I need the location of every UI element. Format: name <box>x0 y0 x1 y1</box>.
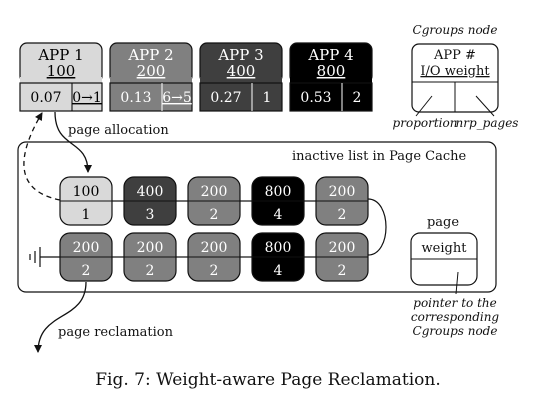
page-node-weight: 200 <box>201 184 228 200</box>
page-legend-note-3: Cgroups node <box>413 324 498 338</box>
page-legend-note-1: pointer to the <box>413 296 496 310</box>
cgroups-label-proportion: proportion <box>393 116 458 130</box>
page-node-weight: 800 <box>265 184 292 200</box>
app-box-body <box>19 82 103 112</box>
cgroups-field-io-weight: I/O weight <box>420 64 490 79</box>
app-weight: 800 <box>317 62 346 80</box>
app-pages: 6→5 <box>162 90 192 106</box>
app-box-body <box>289 82 373 112</box>
app-pages: 1 <box>263 90 272 106</box>
list-connectors <box>29 198 387 267</box>
cgroups-node-legend: Cgroups node APP # I/O weight proportion… <box>393 23 519 130</box>
app-proportion: 0.53 <box>300 90 331 106</box>
dashed-pointer-arrow <box>23 112 61 201</box>
app-box-body <box>109 82 193 112</box>
list-terminator-icon <box>29 247 41 267</box>
app-pages: 2 <box>353 90 362 106</box>
cgroups-field-app: APP # <box>433 48 476 63</box>
app-box-body <box>199 82 283 112</box>
page-node-weight: 200 <box>73 240 100 256</box>
page-node-count: 2 <box>146 263 155 279</box>
page-allocation-label: page allocation <box>68 123 169 138</box>
page-legend-note-2: corresponding <box>411 310 500 324</box>
inactive-list-title: inactive list in Page Cache <box>292 149 467 164</box>
inactive-list-container: inactive list in Page Cache <box>17 141 497 293</box>
figure-caption: Fig. 7: Weight-aware Page Reclamation. <box>95 370 441 390</box>
page-node-weight: 200 <box>137 240 164 256</box>
page-node-weight: 200 <box>329 240 356 256</box>
page-node-weight: 200 <box>201 240 228 256</box>
page-node-count: 4 <box>274 263 283 279</box>
page-allocation-arrow <box>54 111 92 173</box>
page-node-count: 2 <box>210 207 219 223</box>
app-name: APP 2 <box>127 46 173 64</box>
page-node-count: 2 <box>338 207 347 223</box>
page-reclamation-label: page reclamation <box>58 325 174 340</box>
page-node-count: 4 <box>274 207 283 223</box>
app-weight: 200 <box>137 62 166 80</box>
page-legend: page weight pointer to the corresponding… <box>410 215 500 338</box>
app-weight: 100 <box>47 62 76 80</box>
page-node-count: 1 <box>82 207 91 223</box>
cgroups-label-nrp-pages: nrp_pages <box>456 116 519 130</box>
page-legend-weight: weight <box>422 241 468 256</box>
page-legend-title: page <box>427 215 459 230</box>
app-proportion: 0.13 <box>120 90 151 106</box>
page-allocation-arrows: page allocation <box>23 111 169 201</box>
app-name: APP 1 <box>37 46 83 64</box>
page-reclamation-arrow <box>34 281 87 353</box>
page-node-weight: 800 <box>265 240 292 256</box>
page-node-weight: 200 <box>329 184 356 200</box>
list-wrap-connector <box>367 198 387 256</box>
page-node-count: 3 <box>146 207 155 223</box>
app-proportion: 0.07 <box>30 90 61 106</box>
app-weight: 400 <box>227 62 256 80</box>
app-name: APP 3 <box>217 46 263 64</box>
page-node-count: 2 <box>210 263 219 279</box>
cgroups-node-title: Cgroups node <box>413 23 498 37</box>
page-reclamation: page reclamation <box>34 281 174 353</box>
app-name: APP 4 <box>307 46 353 64</box>
page-node-count: 2 <box>338 263 347 279</box>
page-node-weight: 400 <box>137 184 164 200</box>
app-proportion: 0.27 <box>210 90 241 106</box>
page-node-count: 2 <box>82 263 91 279</box>
app-pages: 0→1 <box>72 90 102 106</box>
page-node-weight: 100 <box>73 184 100 200</box>
